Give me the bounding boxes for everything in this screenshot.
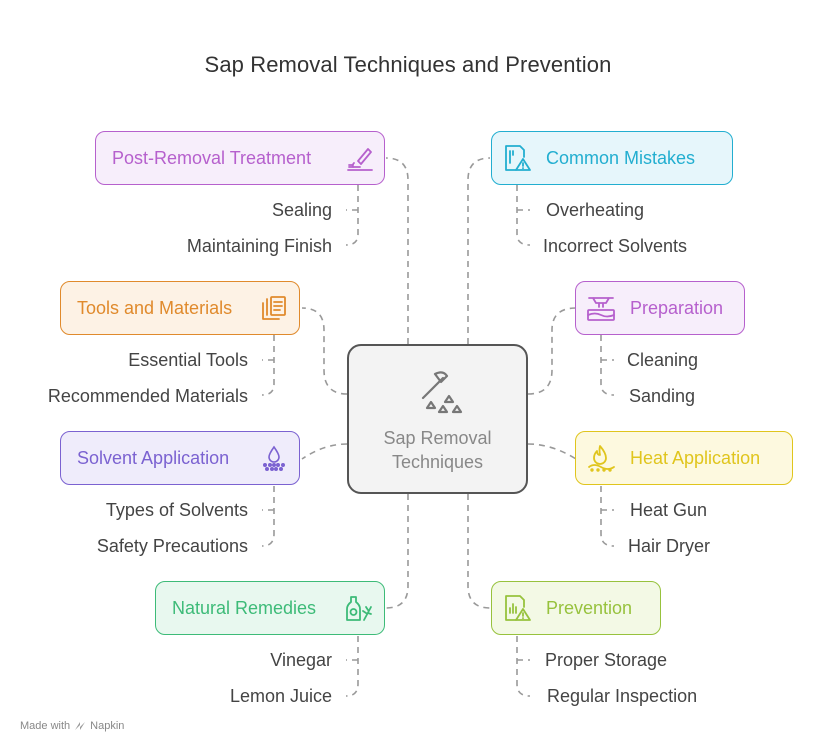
sub-item: Safety Precautions (96, 536, 248, 556)
spray-icon (263, 445, 285, 471)
connector-natural (385, 494, 409, 609)
connector-heat (527, 443, 577, 460)
sub-item: Sanding (629, 386, 696, 406)
node-heat-application: Heat Application (575, 431, 793, 485)
node-label: Solvent Application (77, 447, 230, 468)
sub-item: Sealing (271, 200, 332, 220)
chart-warning-icon (505, 595, 531, 621)
bottle-icon (346, 596, 372, 621)
connector-tools (301, 307, 348, 395)
node-common-mistakes: Common Mistakes (491, 131, 733, 185)
node-post-removal-treatment: Post-Removal Treatment (95, 131, 385, 185)
node-label: Tools and Materials (77, 297, 233, 318)
node-label: Common Mistakes (546, 147, 696, 168)
connector-post-removal (385, 157, 409, 344)
sub-item: Regular Inspection (547, 686, 698, 706)
clipboard-icon (262, 296, 286, 320)
node-prevention: Prevention (491, 581, 661, 635)
flame-icon (588, 445, 615, 472)
connector-prevention (467, 494, 491, 609)
connector-solvent (301, 443, 348, 460)
node-solvent-application: Solvent Application (60, 431, 300, 485)
connector-preparation (527, 307, 577, 395)
footer-brand: Napkin (90, 720, 125, 732)
sub-item: Types of Solvents (105, 500, 248, 520)
sub-item: Proper Storage (545, 650, 668, 670)
sub-item: Heat Gun (630, 500, 708, 520)
napkin-logo-icon (75, 722, 86, 730)
node-label: Post-Removal Treatment (112, 147, 312, 168)
footer-prefix: Made with (20, 720, 71, 732)
sub-item: Lemon Juice (229, 686, 332, 706)
sub-item: Cleaning (627, 350, 699, 370)
node-label: Preparation (630, 297, 724, 318)
node-label: Natural Remedies (172, 597, 317, 618)
sub-item: Overheating (546, 200, 645, 220)
footer-watermark: Made with Napkin (20, 720, 124, 732)
node-natural-remedies: Natural Remedies (155, 581, 385, 635)
sub-item: Maintaining Finish (186, 236, 332, 256)
connector-mistakes (467, 157, 491, 344)
center-node: Sap Removal Techniques (347, 344, 528, 494)
axe-icon (421, 371, 463, 414)
node-label: Prevention (546, 597, 633, 618)
node-tools-and-materials: Tools and Materials (60, 281, 300, 335)
brush-icon (347, 148, 373, 171)
sub-item: Vinegar (270, 650, 332, 670)
sanding-icon (587, 297, 615, 321)
sub-item: Hair Dryer (628, 536, 711, 556)
node-label: Heat Application (630, 447, 761, 468)
node-preparation: Preparation (575, 281, 745, 335)
warning-document-icon (505, 145, 531, 171)
sub-item: Incorrect Solvents (543, 236, 688, 256)
center-label: Sap Removal Techniques (383, 428, 492, 472)
sub-item: Recommended Materials (47, 386, 248, 406)
diagram-title: Sap Removal Techniques and Prevention (204, 52, 612, 77)
sub-item: Essential Tools (128, 350, 248, 370)
